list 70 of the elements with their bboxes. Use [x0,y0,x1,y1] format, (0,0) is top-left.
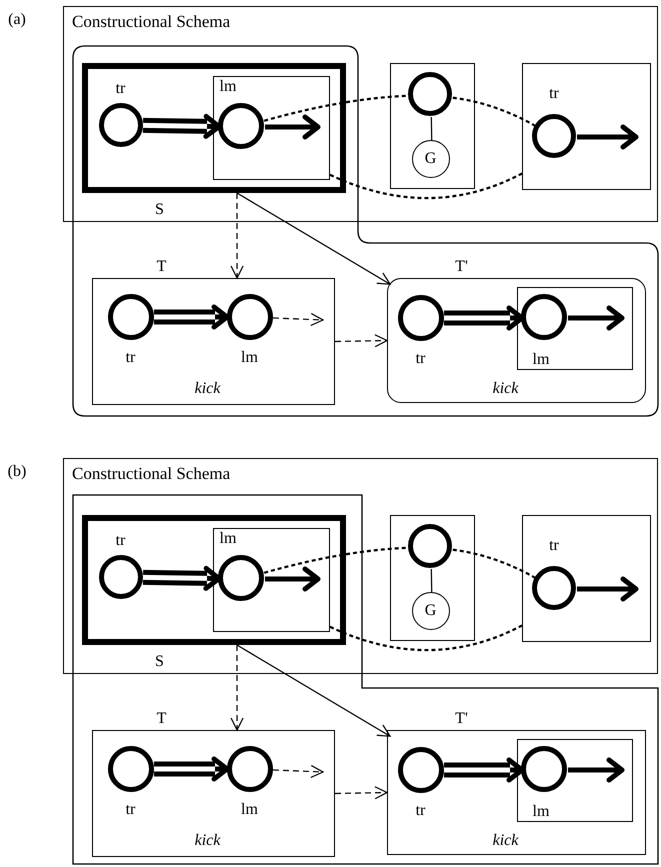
entity-circle [521,294,567,340]
circle-label: tr [116,532,126,548]
box-label: T [156,258,166,274]
ground-circle [412,140,450,178]
schema-heading: Constructional Schema [72,465,230,482]
circle-label: tr [549,538,559,554]
schema-frame [63,6,658,222]
double-arrow [152,304,230,330]
trajector-box [522,62,650,190]
schema-heading: Constructional Schema [72,13,230,30]
box-label: lm [532,352,550,368]
circle-label: lm [241,802,258,818]
circle-label: tr [126,802,136,818]
box-label: lm [532,804,550,820]
schema-frame [63,458,658,674]
verb-label: kick [492,380,518,396]
connector-line [430,568,432,594]
ground-box [390,62,474,188]
bold-arrow [568,306,624,330]
box-label: S [155,654,164,670]
entity-circle [521,746,567,792]
circle-label: G [424,150,436,166]
dashed-arrow [334,786,388,800]
verb-label: kick [194,832,220,848]
circle-label: tr [116,80,126,96]
dotted-line [330,172,522,200]
dotted-line [452,548,536,580]
entity-circle [408,524,452,568]
bold-arrow [568,758,624,782]
ground-box [390,514,474,640]
box-label: S [155,202,164,218]
circle-label: tr [549,86,559,102]
dashed-arrow [230,193,244,279]
arrow [236,192,391,285]
ground-circle [412,592,450,630]
bold-arrow [265,114,320,140]
circle-label: lm [241,350,258,366]
box-label: lm [220,79,236,95]
arrow [236,644,391,737]
box-label: lm [220,531,236,547]
landmark-box [516,738,632,822]
dashed-arrow [272,312,324,326]
circle-label: G [424,602,436,618]
entity-circle [218,555,264,601]
circle-label: tr [416,350,426,366]
box-label: T [156,710,166,726]
dotted-line [330,624,522,652]
verb-label: kick [492,832,518,848]
verb-label: kick [194,380,220,396]
connector-line [430,116,432,142]
dashed-arrow [334,334,388,348]
bold-arrow [577,576,638,602]
circle-label: tr [416,802,426,818]
bold-arrow [577,124,638,150]
entity-circle [218,103,264,149]
panel-label: (a) [8,12,26,28]
landmark-box [212,76,330,180]
dotted-line [452,96,536,128]
box-label: T' [455,710,468,726]
double-arrow [152,756,230,782]
entity-circle [408,72,452,116]
dashed-arrow [272,764,324,778]
box-label: T' [455,258,468,274]
landmark-box [212,528,330,632]
panel-label: (b) [8,464,26,480]
trajector-box [522,514,650,642]
circle-label: tr [126,350,136,366]
landmark-box [516,286,632,370]
bold-arrow [265,566,320,592]
dashed-arrow [230,645,244,731]
